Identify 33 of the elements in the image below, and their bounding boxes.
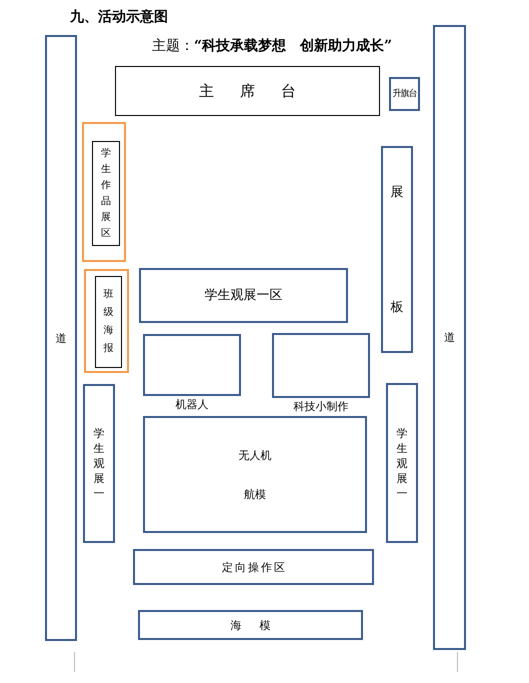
aisle-strip bbox=[45, 35, 77, 641]
exhibit-box bbox=[92, 141, 120, 246]
zone-label: 道 bbox=[444, 332, 455, 343]
zone-label: 主席台 bbox=[199, 84, 322, 98]
zone-label: 学生观展一 bbox=[94, 426, 104, 501]
zone-label: 展板 bbox=[390, 184, 404, 316]
zone-box bbox=[133, 549, 374, 585]
flag-platform-box bbox=[389, 77, 420, 111]
zone-box bbox=[83, 384, 115, 543]
zone-label: 机器人 bbox=[176, 399, 208, 410]
zone-label: 学生作品展区 bbox=[101, 146, 111, 240]
stage-box bbox=[115, 66, 380, 116]
zone-label: 道 bbox=[56, 332, 66, 344]
zone-label: 科技小制作 bbox=[294, 401, 348, 412]
zone-label: 海模 bbox=[230, 620, 288, 630]
zone-label: 学生观展一区 bbox=[204, 289, 282, 302]
zone-box bbox=[143, 416, 367, 533]
zone-label: 班级海报 bbox=[104, 288, 114, 356]
zone-box bbox=[139, 268, 348, 323]
zone-label: 学生观展一 bbox=[396, 426, 408, 500]
zone-label: 航模 bbox=[244, 488, 266, 500]
aisle-strip bbox=[433, 25, 466, 650]
zone-label: 无人机 bbox=[238, 450, 272, 460]
display-board bbox=[381, 146, 413, 353]
exhibit-box bbox=[95, 276, 122, 368]
zone-box bbox=[138, 610, 363, 640]
zone-frame bbox=[82, 122, 126, 262]
theme-text: 主题：“科技承载梦想 创新助力成长” bbox=[152, 37, 392, 55]
zone-label: 升旗台 bbox=[392, 90, 416, 98]
heading: 九、活动示意图 bbox=[70, 8, 168, 26]
zone-box bbox=[386, 383, 418, 543]
zone-label: 定向操作区 bbox=[222, 562, 287, 572]
zone-frame bbox=[84, 269, 129, 373]
